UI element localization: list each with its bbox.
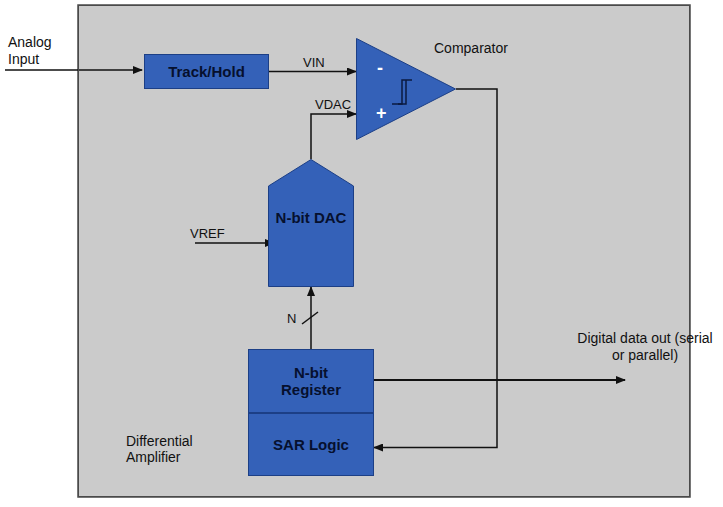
block-name: Comparator (434, 40, 508, 56)
dac-block: N-bit DAC (268, 159, 354, 287)
signal-name: N (287, 311, 296, 327)
track-hold-box: Track/Hold (144, 54, 269, 89)
panel-caption: Differential Amplifier (126, 433, 222, 465)
output-label: Digital data out (serial or parallel) (574, 330, 716, 364)
panel-fill (78, 5, 690, 497)
signal-name: VIN (303, 55, 325, 71)
signal-name: VDAC (315, 97, 351, 113)
hysteresis-symbol (398, 80, 406, 104)
comparator-triangle: Comparator (356, 38, 531, 140)
signal-wire (269, 71, 356, 73)
block-name: N-bit DAC (271, 209, 351, 226)
register-box: N-bit Register (248, 349, 374, 413)
signal-wire (374, 89, 497, 448)
block-name: SAR Logic (273, 436, 349, 453)
signal-wire (311, 114, 356, 159)
signal-name: VREF (190, 226, 240, 242)
bus-slash (302, 312, 318, 324)
input-wire (5, 69, 142, 71)
pin-sign: + (376, 103, 390, 125)
sar-logic-box: SAR Logic (248, 413, 374, 476)
enclosure-panel: Differential Amplifier Track/Hold Comparat… (78, 5, 690, 497)
block-name: N-bit Register (265, 364, 357, 399)
output-wire (373, 379, 625, 381)
block-name: Track/Hold (168, 63, 245, 80)
input-label: Analog Input (8, 34, 68, 68)
pin-sign: - (377, 58, 391, 80)
hysteresis-symbol (392, 80, 412, 104)
signal-wire (310, 287, 312, 349)
vref-wire (195, 242, 274, 244)
